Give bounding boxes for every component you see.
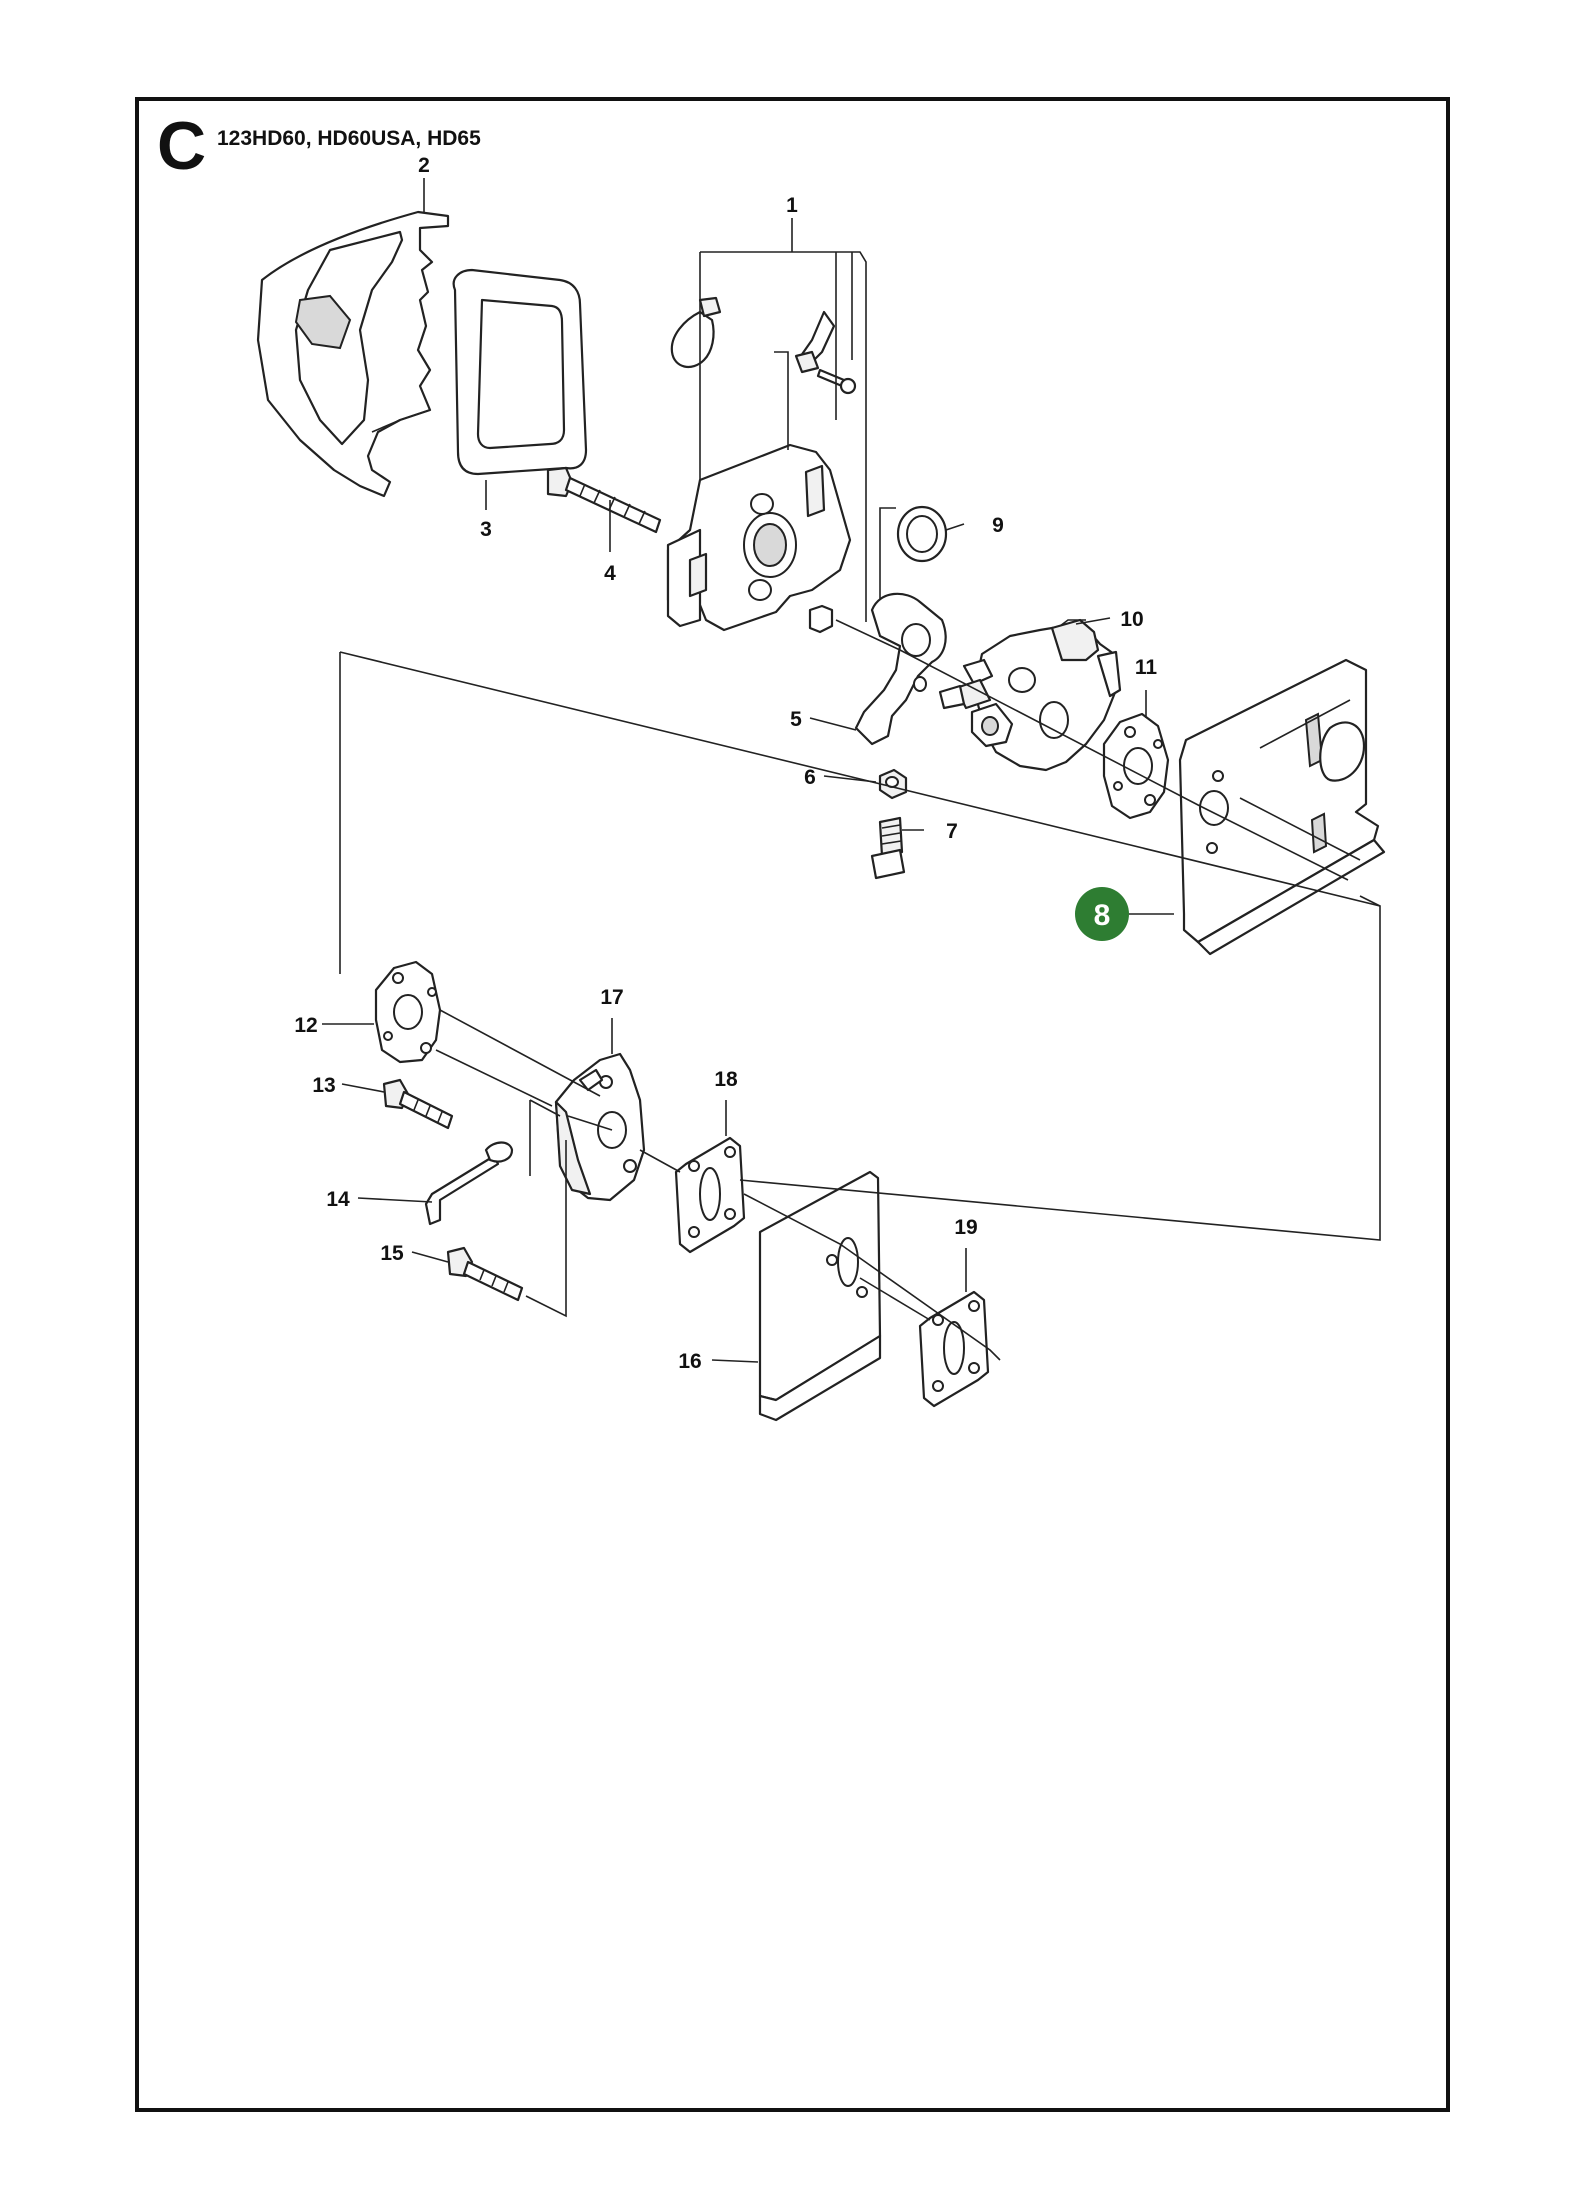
part-label-16: 16: [678, 1350, 701, 1373]
part-label-1: 1: [786, 194, 798, 217]
mounting-bolt-2: [446, 1246, 524, 1302]
part-label-9: 9: [992, 514, 1004, 537]
part-label-19: 19: [954, 1216, 977, 1239]
highlight-circle[interactable]: [1075, 887, 1129, 941]
part-label-12: 12: [294, 1014, 317, 1037]
carburetor: [938, 618, 1122, 772]
part-label-18: 18: [714, 1068, 738, 1091]
adjuster-screw: [870, 816, 906, 880]
highlighted-part-callout[interactable]: 8: [1075, 887, 1150, 941]
part-label-14: 14: [326, 1188, 350, 1211]
part-label-3: 3: [480, 518, 492, 541]
intake-gasket: [374, 960, 442, 1064]
section-letter: C: [157, 108, 207, 184]
air-filter-cover: [256, 210, 450, 498]
insulator-block: [554, 1052, 646, 1202]
part-label-7: 7: [946, 820, 958, 843]
part-label-4: 4: [604, 562, 616, 585]
part-label-2: 2: [418, 154, 430, 177]
part-label-5: 5: [790, 708, 802, 731]
carburetor-gasket: [1102, 712, 1170, 820]
model-list: 123HD60, HD60USA, HD65: [217, 127, 481, 150]
air-filter: [452, 268, 588, 476]
part-labels: 2 1 3 4 9 10 11 5 6 7 12 17 13 18 14 15 …: [294, 154, 1157, 1373]
part-label-17: 17: [600, 986, 623, 1009]
hex-nut: [878, 768, 908, 800]
heat-shield: [758, 1170, 882, 1422]
muffler-gasket: [918, 1290, 990, 1408]
insulator-gasket: [674, 1136, 746, 1254]
bracket-plate: [854, 592, 947, 746]
part-label-6: 6: [804, 766, 816, 789]
callout-leaders: [322, 178, 1174, 1363]
long-screw: [546, 466, 662, 534]
o-ring: [879, 505, 948, 620]
part-label-11: 11: [1135, 656, 1158, 679]
choke-rod: [424, 1141, 514, 1226]
part-label-15: 15: [380, 1242, 404, 1265]
diagram-frame: [135, 97, 1450, 2112]
mounting-bolt: [382, 1078, 454, 1130]
carburetor-housing: [666, 251, 867, 634]
part-label-10: 10: [1120, 608, 1143, 631]
part-label-8[interactable]: 8: [1094, 899, 1111, 932]
assembly-lines: [339, 619, 1381, 1361]
heat-shield-plate: [1178, 658, 1386, 956]
part-label-13: 13: [312, 1074, 335, 1097]
